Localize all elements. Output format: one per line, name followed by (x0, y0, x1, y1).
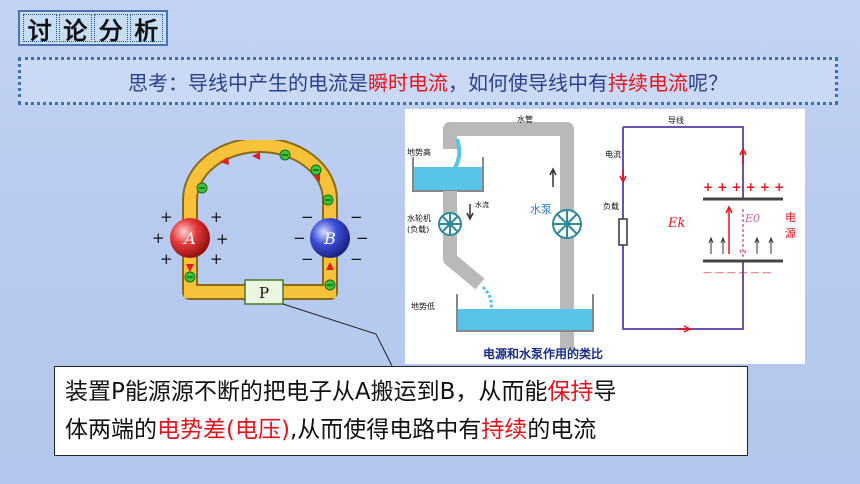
label-wire: 导线 (668, 115, 684, 125)
label-water-pump: 水泵 (530, 203, 552, 216)
label-e0: E0 (744, 212, 760, 225)
callout-line-1: 装置P能源源不断的把电子从A搬运到B，从而能保持导 (65, 373, 737, 411)
label-water-pipe: 水管 (517, 114, 533, 124)
label-load: (负载) (407, 224, 429, 234)
label-water-flow: 水流 (475, 200, 489, 209)
explanation-callout: 装置P能源源不断的把电子从A搬运到B，从而能保持导 体两端的电势差(电压),从而… (54, 366, 748, 456)
plus-sign: + (160, 250, 173, 268)
callout-line-2: 体两端的电势差(电压),从而使得电路中有持续的电流 (65, 411, 737, 449)
minus-sign: − (301, 208, 314, 226)
device-p-label: P (259, 284, 269, 302)
charge-transport-diagram: A B + + + + + + − − − − − − P (152, 140, 369, 305)
title-char: 讨 (23, 14, 57, 45)
negative-charges: — — — — — — (703, 268, 771, 278)
sphere-b (310, 218, 350, 258)
minus-sign: − (301, 250, 314, 268)
question-text: ，如何使导线中有 (448, 70, 608, 95)
label-power-source-2: 源 (785, 226, 796, 240)
minus-sign: − (293, 229, 306, 247)
title-char: 论 (58, 14, 92, 45)
device-p (244, 279, 284, 305)
label-low-potential: 地势低 (411, 301, 435, 311)
callout-text: 体两端的 (65, 417, 157, 443)
callout-highlight: 电势差(电压) (157, 417, 290, 443)
sphere-b-label: B (323, 229, 336, 248)
callout-highlight: 持续 (481, 417, 528, 443)
plus-sign: + (210, 208, 223, 226)
plus-sign: + (216, 230, 229, 248)
label-ek: Ek (667, 216, 685, 231)
thinking-question: 思考：导线中产生的电流是瞬时电流，如何使导线中有持续电流呢？ (18, 57, 838, 105)
section-title: 讨 论 分 析 (18, 10, 168, 46)
sphere-a (170, 218, 210, 258)
question-text: 思考：导线中产生的电流是 (128, 70, 368, 95)
minus-sign: − (356, 229, 369, 247)
plus-sign: + (152, 229, 165, 247)
low-water-tank (456, 294, 594, 332)
label-water-wheel: 水轮机 (407, 213, 431, 223)
title-char: 分 (94, 14, 128, 45)
label-load-circuit: 负载 (603, 201, 619, 211)
positive-charges: + + + + + + (703, 180, 784, 194)
label-current: 电流 (605, 149, 621, 159)
label-high-potential: 地势高 (407, 147, 431, 157)
load-resistor (618, 218, 628, 246)
title-char: 析 (129, 14, 163, 45)
callout-text: 导 (593, 379, 617, 405)
question-text: 呢？ (688, 70, 728, 95)
callout-text: 的电流 (527, 417, 597, 443)
question-highlight: 持续电流 (608, 70, 688, 95)
figure-caption: 电源和水泵作用的类比 (483, 346, 603, 361)
question-highlight: 瞬时电流 (368, 70, 448, 95)
plus-sign: + (160, 208, 173, 226)
water-pump-analogy-figure: 水管 地势高 水轮机 (负载) 地势低 水流 导线 电流 负载 水泵 + + +… (405, 109, 805, 364)
callout-highlight: 保持 (547, 379, 594, 405)
minus-sign: − (350, 250, 363, 268)
minus-sign: − (350, 208, 363, 226)
sphere-a-label: A (182, 229, 196, 248)
callout-text: 装置P能源源不断的把电子从A搬运到B，从而能 (65, 379, 548, 405)
callout-text: ,从而使得电路中有 (289, 417, 482, 443)
plus-sign: + (210, 250, 223, 268)
label-power-source: 电 (785, 211, 796, 224)
